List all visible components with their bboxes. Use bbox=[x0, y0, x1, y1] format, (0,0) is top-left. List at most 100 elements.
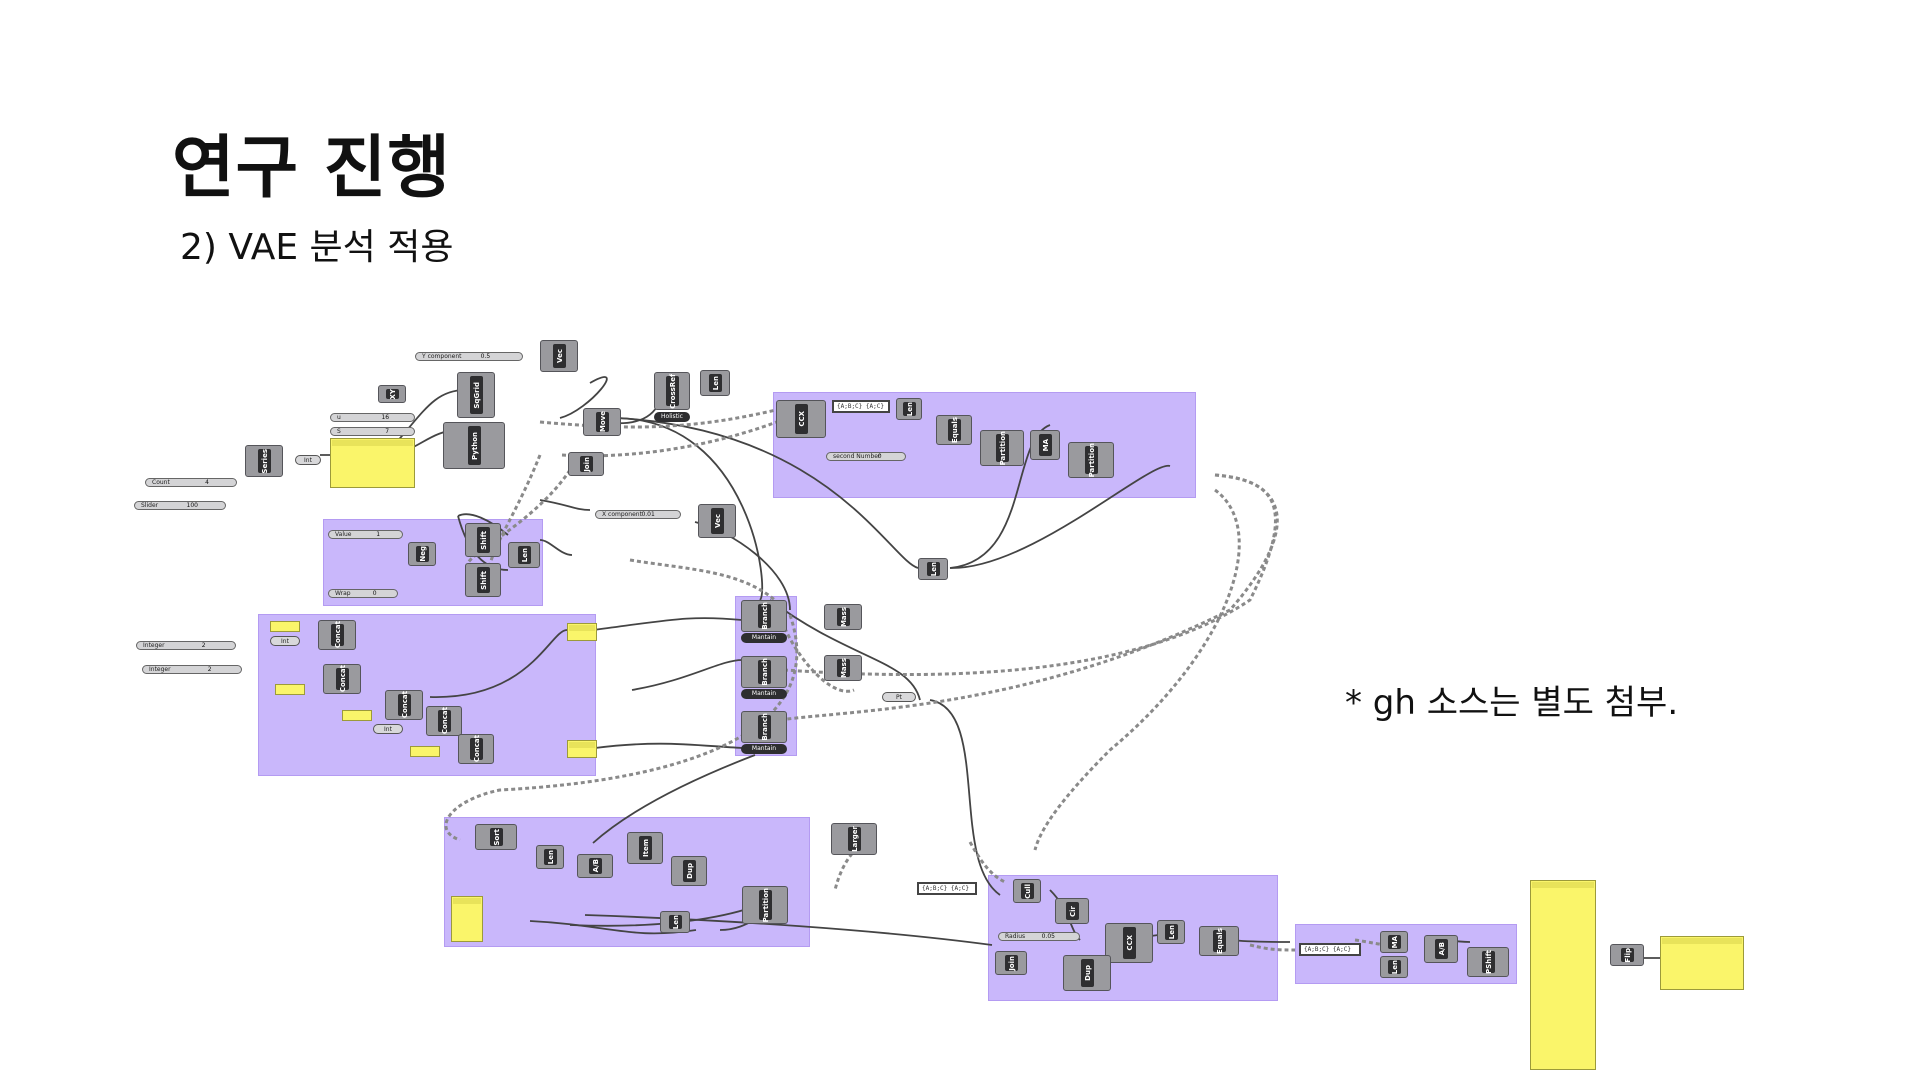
vec-component-mid[interactable]: Vec bbox=[698, 504, 736, 538]
output-panel-large[interactable] bbox=[1530, 880, 1596, 1070]
panel-concat-f[interactable] bbox=[567, 740, 597, 758]
partition-component-ccx-2[interactable]: Partition bbox=[1068, 442, 1114, 478]
sqgrid-component[interactable]: SqGrid bbox=[457, 372, 495, 418]
component-name: XY bbox=[388, 388, 397, 400]
pshift-component[interactable]: PShift bbox=[1467, 947, 1509, 977]
panel-concat-e[interactable] bbox=[567, 623, 597, 641]
component-name: Shift bbox=[479, 570, 488, 590]
pt-param[interactable]: Pt bbox=[882, 692, 916, 702]
python-component[interactable]: Python bbox=[443, 422, 505, 469]
component-name: Larger bbox=[850, 826, 859, 852]
slider-value: 0.05 bbox=[1041, 933, 1055, 940]
series-component[interactable]: Series bbox=[245, 445, 283, 477]
branch-component-2[interactable]: Branch bbox=[741, 656, 787, 688]
concat-component-4[interactable]: Concat bbox=[426, 706, 462, 736]
len-component-sort[interactable]: Len bbox=[536, 845, 564, 869]
grasshopper-canvas[interactable]: Y component 0.5 Vec SqGrid XY u 16 S 7 P… bbox=[130, 330, 1760, 1070]
crossref-component[interactable]: CrossRef bbox=[654, 372, 690, 410]
slider-label: Integer bbox=[143, 642, 165, 649]
mass-component-2[interactable]: Mass bbox=[824, 655, 862, 681]
s-slider[interactable]: S 7 bbox=[330, 427, 415, 436]
integer-slider-1[interactable]: Integer 2 bbox=[136, 641, 236, 650]
wrap-slider[interactable]: Wrap 0 bbox=[328, 589, 398, 598]
larger-component[interactable]: Larger bbox=[831, 823, 877, 855]
list-text-a: {A;B;C} bbox=[922, 885, 948, 892]
value-slider[interactable]: Value 1 bbox=[328, 530, 403, 539]
equals-component-ccx[interactable]: Equals bbox=[936, 415, 972, 445]
ccx-component-top[interactable]: CCX bbox=[776, 400, 826, 438]
second-number-slider[interactable]: second Number 0 bbox=[826, 452, 906, 461]
flip-component[interactable]: Flip bbox=[1610, 944, 1644, 966]
list-text-a: {A;B;C} bbox=[837, 403, 863, 410]
output-panel-python-in[interactable] bbox=[330, 438, 415, 488]
slider-value: 2 bbox=[201, 642, 206, 649]
int-param[interactable]: Int bbox=[295, 455, 321, 465]
len-component-top[interactable]: Len bbox=[700, 370, 730, 396]
sort-component[interactable]: Sort bbox=[475, 824, 517, 850]
slider-value: 0.5 bbox=[480, 353, 491, 360]
panel-concat-d[interactable] bbox=[410, 746, 440, 757]
dup-component-cull[interactable]: Dup bbox=[1063, 955, 1111, 991]
ccx-component-cull[interactable]: CCX bbox=[1105, 923, 1153, 963]
vec-component-top[interactable]: Vec bbox=[540, 340, 578, 372]
cull-component[interactable]: Cull bbox=[1013, 879, 1041, 903]
partition-component-sort[interactable]: Partition bbox=[742, 886, 788, 924]
list-text-b: {A;C} bbox=[1332, 946, 1351, 953]
len-component-sort-2[interactable]: Len bbox=[660, 911, 690, 933]
component-name: Dup bbox=[1083, 965, 1092, 981]
branch-component-3[interactable]: Branch bbox=[741, 711, 787, 743]
slider-value: 0 bbox=[372, 590, 377, 597]
item-component[interactable]: Item bbox=[627, 832, 663, 864]
int-param-concat[interactable]: Int bbox=[270, 636, 300, 646]
concat-component-1[interactable]: Concat bbox=[318, 620, 356, 650]
count-slider[interactable]: Count 4 bbox=[145, 478, 237, 487]
len-component-cull[interactable]: Len bbox=[1157, 920, 1185, 944]
component-name: Concat bbox=[338, 665, 347, 693]
ab-component-ma[interactable]: A/B bbox=[1424, 935, 1458, 963]
dup-component-sort[interactable]: Dup bbox=[671, 856, 707, 886]
integer-slider-2[interactable]: Integer 2 bbox=[142, 665, 242, 674]
slider-value: 4 bbox=[205, 479, 209, 486]
slider-label: Value bbox=[335, 531, 352, 538]
output-panel-final[interactable] bbox=[1660, 936, 1744, 990]
len-component-shift[interactable]: Len bbox=[508, 542, 540, 568]
y-component-slider[interactable]: Y component 0.5 bbox=[415, 352, 523, 361]
component-name: Cull bbox=[1023, 883, 1032, 899]
panel-sort[interactable] bbox=[451, 896, 483, 942]
neg-component[interactable]: Neg bbox=[408, 542, 436, 566]
cir-component[interactable]: Cir bbox=[1055, 898, 1089, 924]
ma-component-ma[interactable]: MA bbox=[1380, 931, 1408, 953]
shift-component-1[interactable]: Shift bbox=[465, 523, 501, 557]
radius-slider[interactable]: Radius 0.05 bbox=[998, 932, 1080, 941]
wire-layer bbox=[319, 376, 1731, 959]
shift-component-2[interactable]: Shift bbox=[465, 563, 501, 597]
u-slider[interactable]: u 16 bbox=[330, 413, 415, 422]
component-name: Neg bbox=[418, 546, 427, 562]
join-component-top[interactable]: Join bbox=[568, 452, 604, 476]
branch-sublabel-2: Mantain bbox=[741, 689, 787, 699]
concat-component-3[interactable]: Concat bbox=[385, 690, 423, 720]
ab-component-sort[interactable]: A/B bbox=[577, 854, 613, 878]
ma-component-ccx[interactable]: MA bbox=[1030, 430, 1060, 460]
x-component-slider[interactable]: X component 0.01 bbox=[595, 510, 681, 519]
panel-concat-c[interactable] bbox=[342, 710, 372, 721]
branch-component-1[interactable]: Branch bbox=[741, 600, 787, 632]
component-name: CCX bbox=[1125, 935, 1134, 951]
panel-concat-b[interactable] bbox=[275, 684, 305, 695]
concat-component-5[interactable]: Concat bbox=[458, 734, 494, 764]
equals-component-cull[interactable]: Equals bbox=[1199, 926, 1239, 956]
panel-concat-a[interactable] bbox=[270, 621, 300, 632]
len-component-ccx[interactable]: Len bbox=[896, 398, 922, 420]
slider-label: u bbox=[337, 414, 341, 421]
partition-component-ccx[interactable]: Partition bbox=[980, 430, 1024, 466]
move-component[interactable]: Move bbox=[583, 408, 621, 436]
slider-slider[interactable]: Slider 100 bbox=[134, 501, 226, 510]
concat-component-2[interactable]: Concat bbox=[323, 664, 361, 694]
join-component-cull[interactable]: Join bbox=[995, 951, 1027, 975]
len-component-mid[interactable]: Len bbox=[918, 558, 948, 580]
mass-component-1[interactable]: Mass bbox=[824, 604, 862, 630]
branch-sublabel-1: Mantain bbox=[741, 633, 787, 643]
xy-component[interactable]: XY bbox=[378, 385, 406, 403]
len-component-ma[interactable]: Len bbox=[1380, 956, 1408, 978]
int-param-concat-2[interactable]: Int bbox=[373, 724, 403, 734]
